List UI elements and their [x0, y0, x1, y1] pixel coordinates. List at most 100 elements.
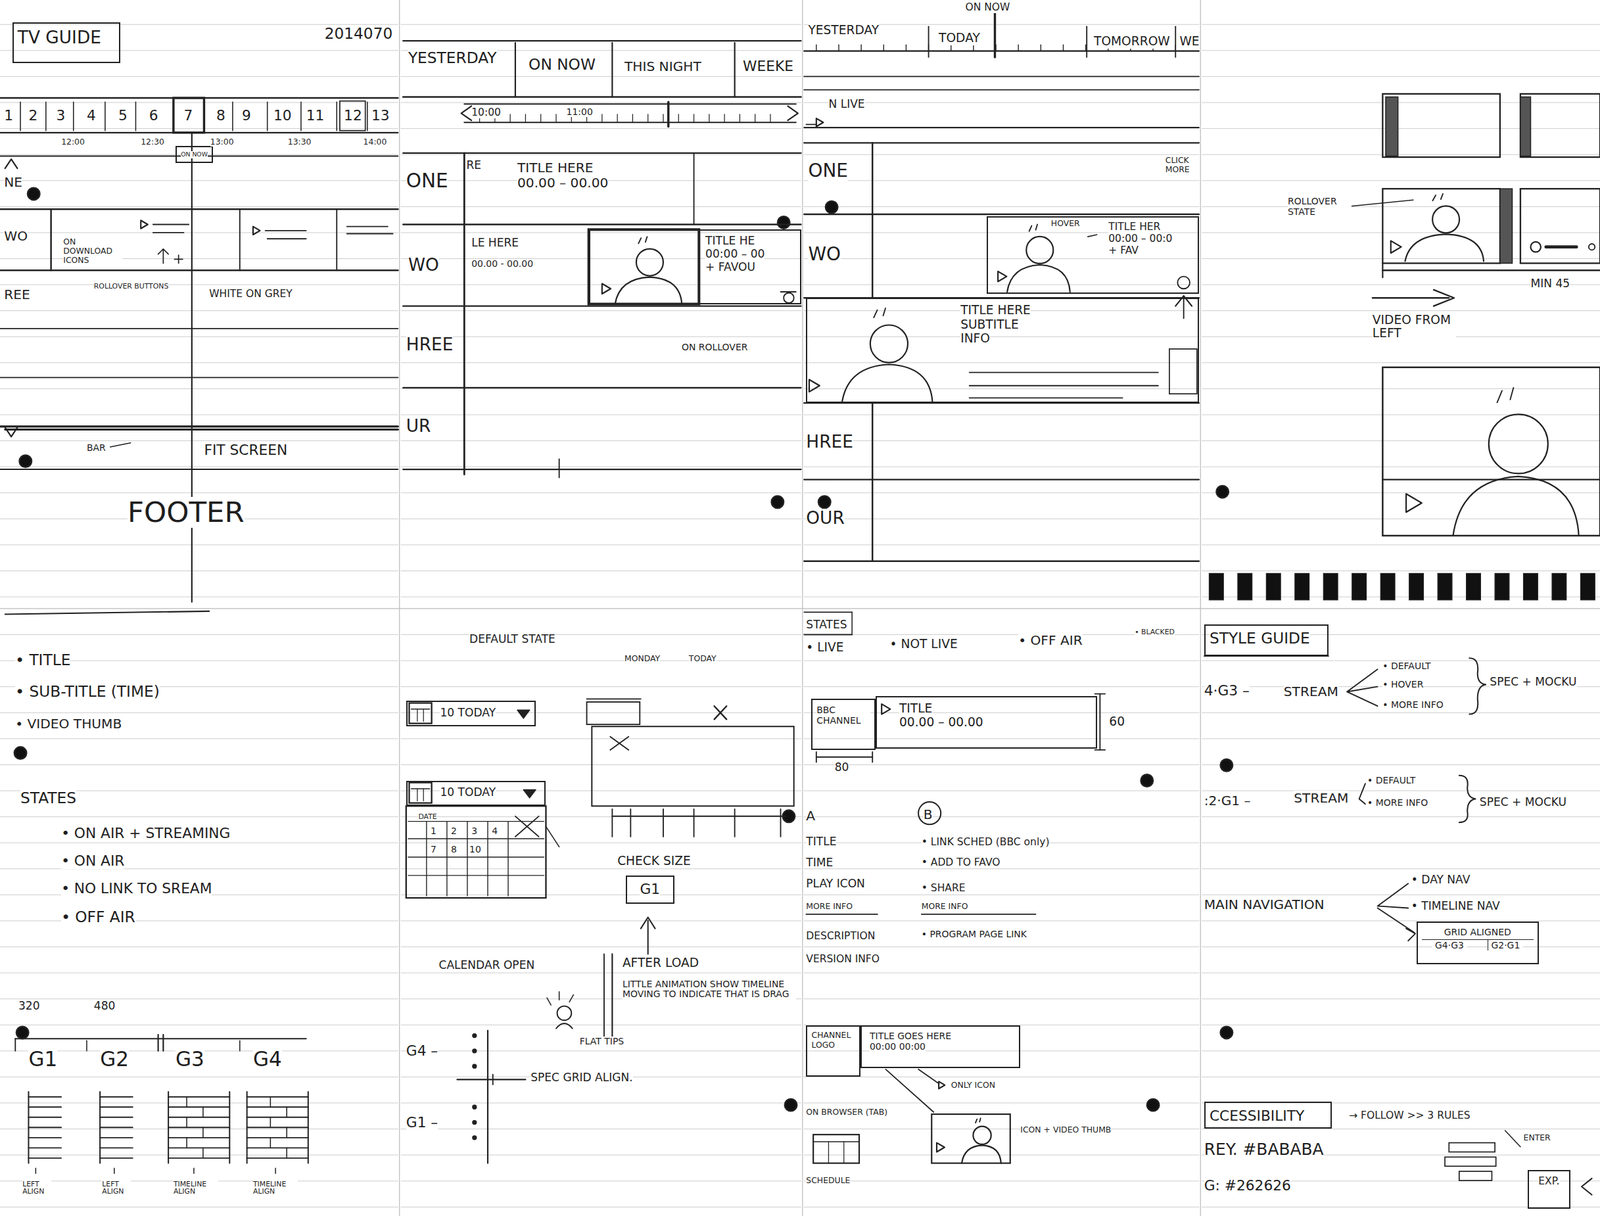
sketch-line [99, 1116, 133, 1119]
sketch-label: 12:30 [140, 137, 165, 147]
sketch-line [0, 76, 398, 77]
sketch-line [247, 1147, 309, 1149]
sketch-path [158, 249, 183, 264]
sketch-label: TODAY [938, 31, 981, 45]
sketch-line [400, 232, 801, 233]
sketch-line [515, 816, 540, 837]
sketch-box: CHANNEL LOGO [805, 1025, 860, 1077]
sketch-line [555, 114, 557, 123]
sketch-line [300, 101, 302, 131]
sketch-label: REY. #BABABA [1204, 1140, 1324, 1159]
sketch-box-outline [1437, 573, 1453, 600]
sketch-line [803, 478, 1200, 480]
sketch-line [510, 114, 511, 123]
sketch-line [801, 0, 803, 1216]
sketch-line [202, 1147, 204, 1159]
sketch-line [1202, 570, 1600, 572]
sketch-line [1174, 26, 1177, 58]
sketch-line [805, 913, 878, 916]
sketch-box: STYLE GUIDE [1204, 624, 1329, 657]
sketch-line [803, 868, 1200, 870]
sketch-line [28, 1126, 62, 1129]
sketch-line [400, 76, 801, 77]
sketch-label: G1 – [406, 1114, 438, 1131]
sketch-path [1497, 387, 1514, 403]
sketch-line [99, 1096, 133, 1098]
sketch-line [266, 101, 269, 131]
sketch-line [274, 1168, 277, 1174]
sketch-line [400, 972, 801, 974]
sketch-label: NE [3, 174, 23, 190]
sketch-box-outline [1382, 188, 1501, 263]
sketch-line [0, 1076, 398, 1078]
sketch-box-outline [1466, 573, 1482, 600]
sketch-line [515, 816, 540, 837]
sketch-line [464, 121, 796, 123]
sketch-line [99, 1106, 133, 1108]
sketch-line [347, 226, 388, 228]
sketch-path [638, 236, 647, 244]
sketch-line [803, 492, 1200, 494]
sketch-line [928, 26, 930, 58]
sketch-line [803, 213, 1200, 215]
sketch-line [803, 75, 1200, 77]
sketch-circle [777, 216, 791, 229]
sketch-line [803, 1103, 1200, 1104]
sketch-circle [472, 1135, 476, 1140]
sketch-label: ENTER [1523, 1133, 1551, 1143]
sketch-line [1202, 1206, 1600, 1208]
sketch-line [611, 809, 613, 837]
sketch-line [803, 660, 1200, 662]
sketch-label: STATES [20, 789, 77, 807]
sketch-box-outline [1552, 573, 1567, 600]
sketch-line [425, 821, 427, 896]
sketch-line [400, 596, 801, 598]
sketch-label: → FOLLOW >> 3 RULES [1348, 1110, 1470, 1122]
sketch-line [0, 946, 398, 948]
sketch-label: WHITE ON GREY [209, 288, 293, 300]
sketch-line [99, 1137, 133, 1139]
sketch-line [400, 764, 801, 766]
sketch-path [787, 105, 799, 121]
sketch-label: ON DOWNLOAD ICONS [63, 237, 123, 265]
sketch-line [1546, 245, 1577, 249]
sketch-line [828, 1141, 829, 1164]
sketch-line [921, 913, 1036, 916]
sketch-label: FOOTER [127, 496, 245, 529]
sketch-box: GRID ALIGNEDG4·G3G2·G1 [1416, 921, 1539, 965]
sketch-circle [1147, 1099, 1160, 1112]
sketch-label: MONDAY [624, 654, 660, 664]
sketch-label: 5 [118, 107, 128, 124]
sketch-box: ON NOW [175, 145, 213, 164]
sketch-line [202, 1127, 204, 1138]
sketch-line [838, 44, 839, 51]
sketch-label: ROLLOVER STATE [1287, 196, 1351, 217]
sketch-path [938, 1081, 945, 1089]
sketch-label: 7 [183, 107, 193, 124]
sketch-line [969, 372, 1159, 374]
sketch-line [803, 50, 1200, 52]
sketch-line [0, 180, 398, 181]
sketch-label: MIN 45 [1530, 277, 1570, 290]
sketch-line [871, 142, 873, 298]
sketch-path [842, 364, 933, 402]
sketch-line [1202, 972, 1600, 974]
sketch-line [400, 154, 801, 156]
sketch-line [883, 44, 885, 51]
sketch-path [816, 118, 824, 127]
sketch-label: FLAT TIPS [579, 1036, 625, 1047]
sketch-line [19, 101, 22, 131]
sketch-box-outline [1520, 188, 1600, 263]
sketch-label: TITLE [805, 835, 837, 848]
sketch-line [0, 468, 398, 471]
sketch-line [803, 894, 1200, 896]
sketch-box-outline [1459, 1171, 1493, 1181]
sketch-line [400, 440, 801, 442]
sketch-label: ON NOW [528, 55, 596, 73]
sketch-line [400, 518, 801, 520]
sketch-line [803, 336, 1200, 338]
sketch-line [487, 821, 488, 896]
sketch-line [1202, 49, 1600, 51]
